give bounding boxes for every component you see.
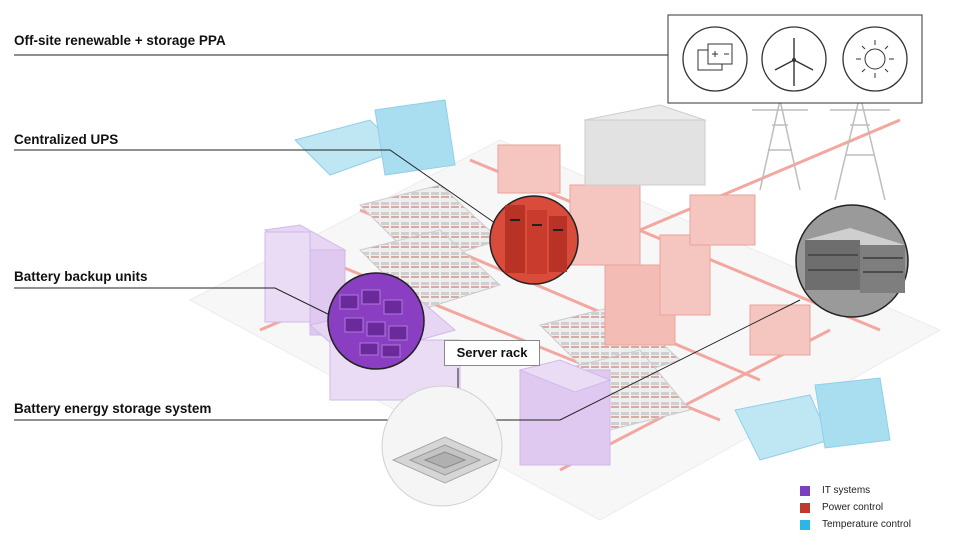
power-cabinets: [497, 144, 811, 356]
legend-label: Temperature control: [822, 519, 911, 530]
utility-building: [583, 104, 707, 186]
ups-zoom-circle: [489, 195, 579, 285]
server-rack-zoom-circle: [381, 385, 503, 507]
transmission-towers: [752, 94, 890, 201]
wind-turbine-icon: [761, 26, 827, 92]
legend-swatch: [800, 519, 810, 530]
battery-icon: [682, 26, 748, 92]
legend: IT systems Power control Temperature con…: [800, 482, 958, 533]
cooling-unit-top: [294, 99, 456, 176]
legend-swatch: [800, 502, 810, 513]
bbu-zoom-circle: [327, 272, 425, 370]
legend-label: Power control: [822, 502, 884, 513]
label-battery-backup-units: Battery backup units: [14, 269, 148, 284]
sun-icon: [842, 26, 908, 92]
label-battery-energy-storage: Battery energy storage system: [14, 401, 212, 416]
label-server-rack: Server rack: [444, 340, 540, 366]
label-ppa: Off-site renewable + storage PPA: [14, 33, 226, 48]
legend-item-power-control: Power control: [800, 499, 958, 516]
leader-lines: [14, 54, 801, 421]
cooling-unit-bottom: [734, 377, 891, 461]
legend-label: IT systems: [822, 485, 871, 496]
label-centralized-ups: Centralized UPS: [14, 132, 119, 147]
legend-item-it-systems: IT systems: [800, 482, 958, 499]
legend-item-temperature-control: Temperature control: [800, 516, 958, 533]
legend-swatch: [800, 485, 810, 496]
bess-zoom-circle: [795, 204, 909, 318]
